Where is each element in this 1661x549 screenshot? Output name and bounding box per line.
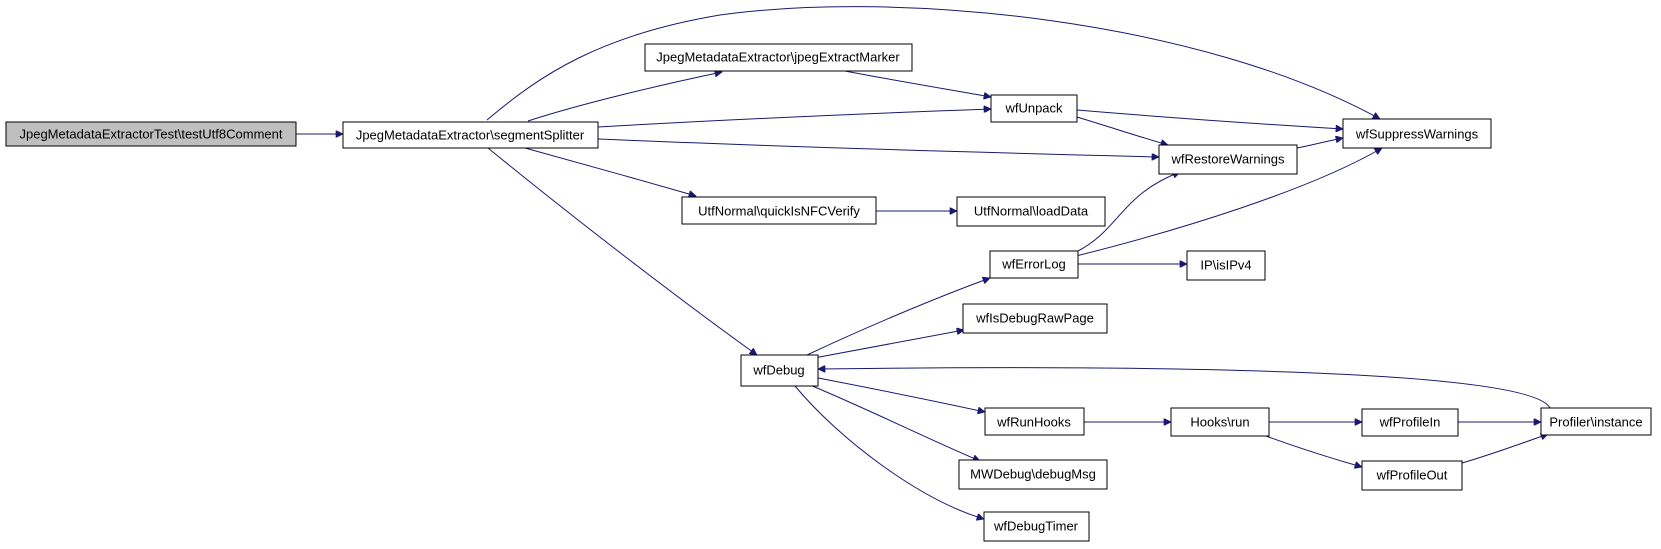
node-jpeg-extract-marker[interactable]: JpegMetadataExtractor\jpegExtractMarker	[644, 43, 913, 72]
edge-wfDebug-to-wfRunHooks	[812, 376, 985, 412]
node-label: wfUnpack	[1004, 101, 1063, 116]
node-quick-is-nfc-verify[interactable]: UtfNormal\quickIsNFCVerify	[681, 196, 877, 225]
edge-jpegExtractMarker-to-wfUnpack	[839, 69, 991, 97]
node-label: wfProfileOut	[1376, 468, 1448, 483]
node-label: JpegMetadataExtractorTest\testUtf8Commen…	[19, 127, 282, 142]
edges	[296, 6, 1551, 519]
node-wf-debug[interactable]: wfDebug	[740, 354, 819, 387]
node-label: wfProfileIn	[1379, 415, 1441, 430]
node-wf-suppress-warnings[interactable]: wfSuppressWarnings	[1342, 118, 1492, 149]
node-label: wfDebug	[752, 363, 804, 378]
node-profiler-instance[interactable]: Profiler\instance	[1540, 407, 1652, 436]
edge-wfErrorLog-to-wfRestoreWarnings	[1075, 172, 1180, 253]
edge-wfDebug-to-debugMsg	[809, 384, 980, 461]
edge-segmentSplitter-to-wfSuppressWarnings	[486, 6, 1380, 121]
node-wf-debug-timer[interactable]: wfDebugTimer	[983, 511, 1090, 542]
node-label: wfIsDebugRawPage	[975, 311, 1094, 326]
node-wf-profile-out[interactable]: wfProfileOut	[1361, 460, 1463, 491]
node-wf-profile-in[interactable]: wfProfileIn	[1361, 408, 1459, 437]
node-is-ipv4[interactable]: IP\isIPv4	[1186, 250, 1266, 281]
node-wf-is-debug-raw-page[interactable]: wfIsDebugRawPage	[962, 303, 1108, 334]
node-wf-run-hooks[interactable]: wfRunHooks	[984, 407, 1085, 436]
node-label: JpegMetadataExtractor\segmentSplitter	[356, 128, 585, 143]
edge-wfUnpack-to-wfSuppressWarnings	[1076, 109, 1343, 129]
node-label: MWDebug\debugMsg	[970, 467, 1096, 482]
node-label: wfSuppressWarnings	[1355, 127, 1479, 142]
edge-wfProfileOut-to-profilerInstance	[1461, 434, 1548, 464]
node-label: wfErrorLog	[1001, 257, 1066, 272]
node-load-data[interactable]: UtfNormal\loadData	[956, 196, 1106, 227]
edge-hooksRun-to-wfProfileOut	[1254, 431, 1362, 467]
node-segment-splitter[interactable]: JpegMetadataExtractor\segmentSplitter	[342, 121, 599, 149]
node-label: wfDebugTimer	[993, 519, 1079, 534]
edge-wfDebug-to-wfDebugTimer	[794, 385, 984, 519]
edge-segmentSplitter-to-jpegExtractMarker	[527, 72, 722, 122]
edge-wfUnpack-to-wfRestoreWarnings	[1076, 116, 1168, 145]
node-hooks-run[interactable]: Hooks\run	[1170, 407, 1270, 437]
node-debug-msg[interactable]: MWDebug\debugMsg	[958, 459, 1108, 490]
edge-wfDebug-to-wfIsDebugRawPage	[813, 330, 964, 359]
nodes: JpegMetadataExtractorTest\testUtf8Commen…	[5, 43, 1652, 542]
node-label: UtfNormal\quickIsNFCVerify	[698, 204, 860, 219]
edge-segmentSplitter-to-wfUnpack	[597, 109, 991, 128]
node-wf-restore-warnings[interactable]: wfRestoreWarnings	[1158, 144, 1298, 175]
edge-segmentSplitter-to-quickIsNFCVerify	[524, 147, 696, 196]
node-label: Profiler\instance	[1549, 415, 1642, 430]
edge-profilerInstance-to-wfDebug	[818, 368, 1551, 409]
node-wf-unpack[interactable]: wfUnpack	[990, 94, 1078, 123]
edge-wfRestoreWarnings-to-wfSuppressWarnings	[1296, 138, 1343, 149]
node-label: Hooks\run	[1190, 415, 1249, 430]
node-label: UtfNormal\loadData	[974, 204, 1089, 219]
edge-wfDebug-to-wfErrorLog	[806, 278, 990, 356]
node-root[interactable]: JpegMetadataExtractorTest\testUtf8Commen…	[5, 121, 297, 147]
node-label: JpegMetadataExtractor\jpegExtractMarker	[656, 50, 900, 65]
node-label: wfRestoreWarnings	[1171, 152, 1285, 167]
node-label: IP\isIPv4	[1200, 258, 1251, 273]
node-wf-error-log[interactable]: wfErrorLog	[989, 250, 1079, 279]
edge-segmentSplitter-to-wfRestoreWarnings	[597, 138, 1159, 157]
node-label: wfRunHooks	[996, 415, 1071, 430]
edge-wfErrorLog-to-wfSuppressWarnings	[1075, 147, 1382, 257]
edge-segmentSplitter-to-wfDebug	[487, 147, 757, 355]
